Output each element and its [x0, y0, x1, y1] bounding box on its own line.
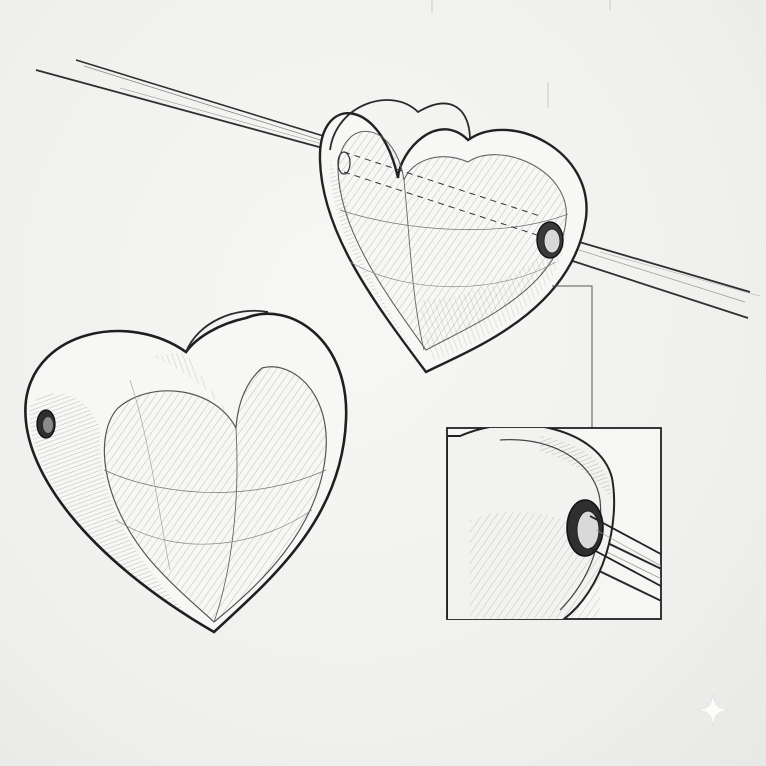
heart-bead-on-rod [318, 99, 588, 374]
threaded-rod [35, 59, 761, 319]
detail-inset [446, 427, 662, 620]
detail-leader-line [552, 285, 593, 428]
paper-margin-marks [431, 0, 611, 108]
sparkle-icon [696, 693, 730, 727]
heart-bead-standalone [24, 309, 348, 634]
